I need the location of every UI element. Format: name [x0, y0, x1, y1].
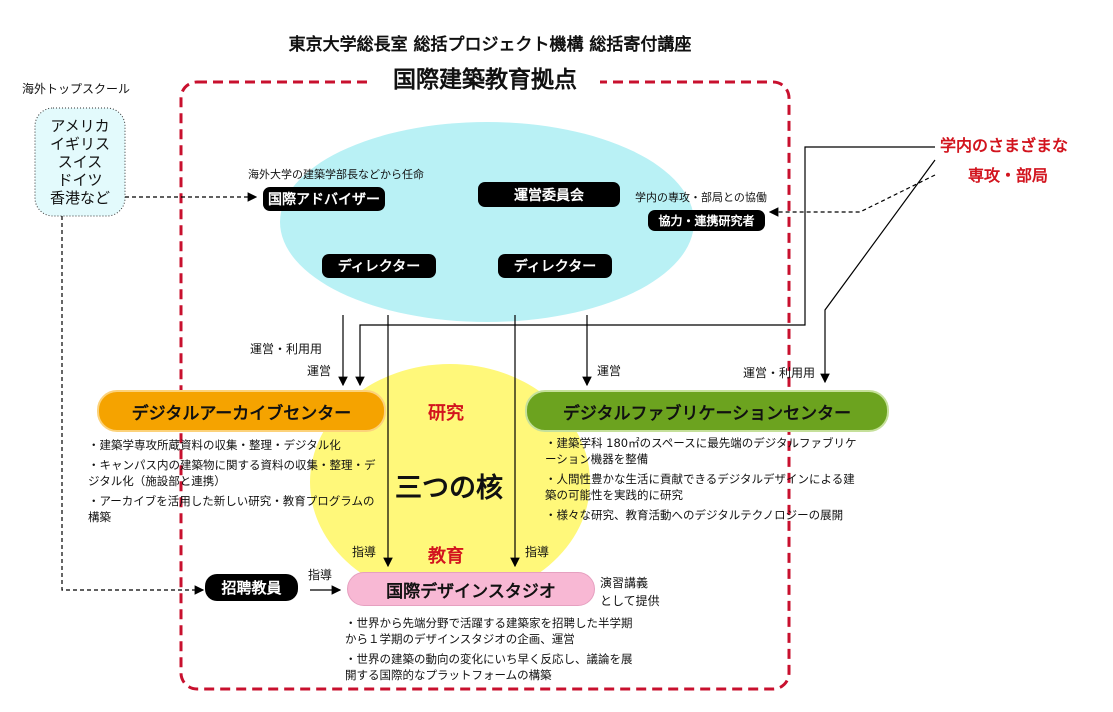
overseas-box	[34, 107, 126, 217]
education-label: 教育	[428, 546, 464, 567]
faculty-box: 招聘教員	[205, 574, 298, 601]
studio-note-line: 演習講義	[600, 576, 649, 590]
studio-bullets: ・世界から先端分野で活躍する建築家を招聘した半学期から１学期のデザインスタジオの…	[345, 615, 640, 687]
arrow-label: 運営	[597, 364, 622, 378]
director-box: ディレクター	[498, 254, 612, 278]
bullet: ・様々な研究、教育活動へのデジタルテクノロジーの展開	[545, 508, 844, 522]
overseas-label: 海外トップスクール	[22, 82, 131, 96]
studio-note-line: として提供	[600, 594, 660, 608]
arrow-label: 運営・利用用	[743, 366, 816, 380]
design-studio: 国際デザインスタジオ	[347, 572, 595, 606]
fab-center: デジタルファブリケーションセンター	[525, 390, 889, 432]
bullet: ・アーカイブを活用した新しい研究・教育プログラムの構築	[88, 494, 375, 524]
country: ドイツ	[57, 171, 103, 189]
bullet: ・世界の建築の動向の変化にいち早く反応し、議論を展開する国際的なプラットフォーム…	[345, 652, 633, 682]
archive-bullets: ・建築学専攻所蔵資料の収集・整理・デジタル化 ・キャンパス内の建築物に関する資料…	[88, 437, 378, 529]
bullet: ・建築学専攻所蔵資料の収集・整理・デジタル化	[88, 438, 341, 452]
country: 香港など	[49, 189, 110, 207]
arrow-label: 指導	[308, 568, 333, 582]
internal-line2: 専攻・部局	[968, 166, 1049, 185]
committee-box: 運営委員会	[478, 182, 620, 207]
advisor-note: 海外大学の建築学部長などから任命	[248, 168, 424, 181]
bullet: ・人間性豊かな生活に貢献できるデジタルデザインによる建築の可能性を実践的に研究	[545, 472, 855, 502]
country: スイス	[57, 153, 103, 171]
arrow-label: 運営	[307, 364, 332, 378]
bullet: ・世界から先端分野で活躍する建築家を招聘した半学期から１学期のデザインスタジオの…	[345, 616, 633, 646]
overseas-countries: アメリカ イギリス スイス ドイツ 香港など	[35, 117, 125, 207]
bullet: ・キャンパス内の建築物に関する資料の収集・整理・デジタル化（施設部と連携）	[88, 458, 376, 488]
arrow-label: 運営・利用用	[250, 342, 323, 356]
connector	[61, 216, 205, 595]
collab-note: 学内の専攻・部局との協働	[635, 191, 767, 204]
arrow-label: 指導	[525, 545, 550, 559]
connector	[820, 159, 936, 384]
collaborators-box: 協力・連携研究者	[648, 210, 765, 231]
research-label: 研究	[428, 403, 464, 424]
archive-center: デジタルアーカイブセンター	[97, 390, 386, 432]
arrow-label: 指導	[352, 545, 377, 559]
studio-note: 演習講義 として提供	[600, 574, 660, 610]
director-box: ディレクター	[322, 254, 436, 278]
subtitle: 東京大学総長室 総括プロジェクト機構 総括寄付講座	[288, 35, 692, 55]
internal-line1: 学内のさまざまな	[940, 136, 1069, 155]
core-title: 三つの核	[395, 473, 503, 504]
connector	[355, 146, 935, 387]
bullet: ・建築学科 180㎡のスペースに最先端のデジタルファブリケーション機器を整備	[545, 436, 857, 466]
country: イギリス	[49, 135, 110, 153]
connector	[768, 174, 936, 217]
advisor-box: 国際アドバイザー	[263, 187, 385, 211]
governance-ellipse	[280, 122, 694, 322]
fab-bullets: ・建築学科 180㎡のスペースに最先端のデジタルファブリケーション機器を整備 ・…	[545, 435, 865, 527]
country: アメリカ	[50, 117, 110, 135]
page-title: 国際建築教育拠点	[393, 67, 577, 93]
